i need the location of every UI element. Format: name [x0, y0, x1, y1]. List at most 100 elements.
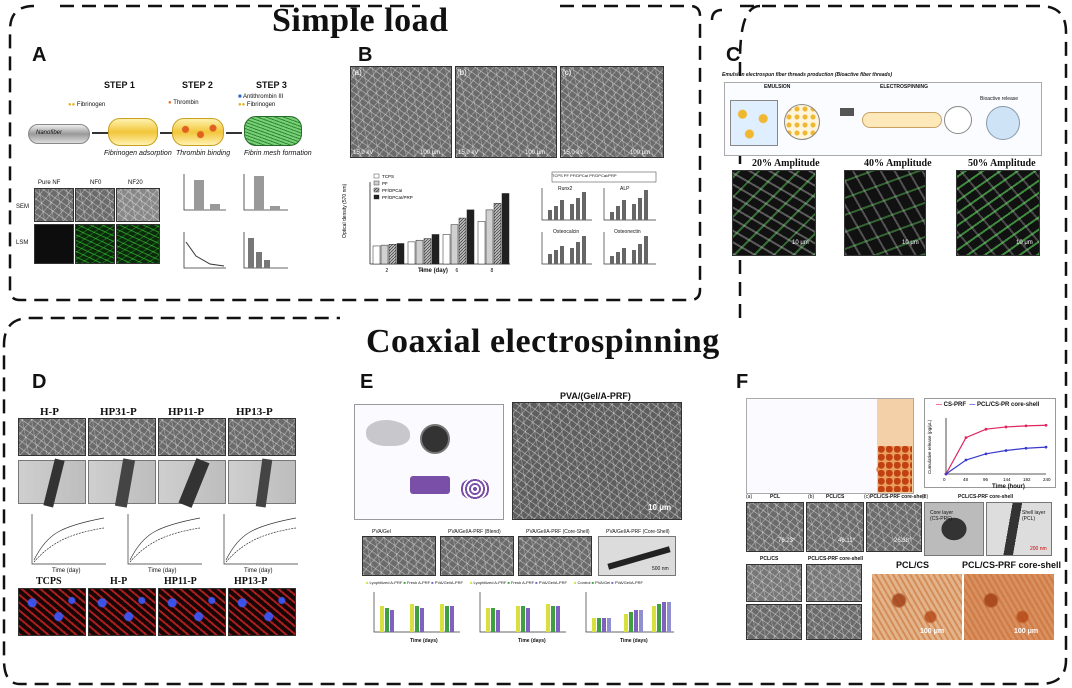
- f-chart-legend: — CS-PRF — PCL/CS-PR core-shell: [936, 402, 1040, 408]
- e-collector-icon: [460, 478, 490, 500]
- e-legend-2: ■ Lyophilized A-PRF ■ Fresh A-PRF ■ PVA/…: [470, 580, 567, 585]
- needle: [840, 108, 854, 116]
- d-xlabel-1: Time (day): [52, 568, 81, 574]
- chart-b-bar: [450, 224, 459, 265]
- e-legend-3: ■ Control ■ PVA/Gel ■ PVA/Gel/A-PRF: [574, 580, 643, 585]
- sem-b-kv-b: 15.0 kV: [458, 150, 479, 156]
- panel-label-c: C: [726, 44, 741, 66]
- f-tem-scale: 200 nm: [1030, 546, 1047, 552]
- arrow-1: [92, 132, 108, 134]
- e-mouse-icon: [366, 420, 410, 446]
- col-pure-nf: Pure NF: [38, 180, 61, 186]
- f-bottom-title-1: PCL/CS: [760, 556, 779, 562]
- legend-fibrinogen-2: ●● Fibrinogen: [238, 102, 276, 108]
- d-sem-1: [18, 418, 86, 456]
- amp-50: 50% Amplitude: [968, 158, 1036, 169]
- chart-b-ylabel: Optical density (570 nm): [342, 183, 348, 238]
- chart-f-tick-label: 144: [1003, 477, 1011, 482]
- chart-b-legend-swatch: [373, 180, 380, 186]
- confocal-scale-20: 10 μm: [792, 240, 809, 246]
- chart-f-point: [944, 472, 948, 476]
- sem-nf20: [116, 188, 160, 222]
- chart-b-legend-label: PF/DPCaI: [382, 188, 402, 193]
- title-runx2: Runx2: [558, 186, 573, 192]
- coaxial-border: [2, 4, 1068, 686]
- chart-b-bar: [442, 234, 451, 265]
- f-tag-c: (c): [864, 494, 870, 500]
- chart-b-bar: [493, 203, 502, 265]
- simple-load-title: Simple load: [272, 2, 449, 39]
- fiber-tube: [862, 112, 942, 128]
- chart-b-tick-label: 8: [491, 268, 494, 274]
- chart-f-point: [1004, 449, 1008, 452]
- e-pump-icon: [410, 476, 450, 494]
- f-stain-title-2: PCL/CS-PRF core-shell: [962, 560, 1062, 570]
- sem-b-kv-a: 15.0 kV: [353, 150, 374, 156]
- d-col-hp13-p: HP13-P: [236, 406, 273, 418]
- chart-b-legend-label: PF: [382, 181, 388, 186]
- row-lsm: LSM: [16, 240, 29, 246]
- f-tag-a: (a): [746, 494, 753, 500]
- fibrinogen-cylinder: [108, 118, 158, 146]
- chart-b-bar: [380, 244, 389, 265]
- e-legend-1: ■ Lyophilized A-PRF ■ Fresh A-PRF ■ PVA/…: [366, 580, 463, 585]
- panel-label-d: D: [32, 371, 47, 393]
- f-cell-sem-3: [746, 604, 802, 640]
- f-cell-sem-4: [806, 604, 862, 640]
- arrow-3: [226, 132, 242, 134]
- f-shell-label: Shell layer (PCL): [1022, 510, 1046, 522]
- d-bottom-hp13-p: HP13-P: [234, 576, 268, 587]
- fibrin-cylinder: [244, 116, 302, 146]
- sem-b-b: [455, 66, 557, 158]
- nanofiber-label: Nanofiber: [36, 130, 63, 136]
- corner-mark: [710, 8, 723, 21]
- chart-b-bar: [415, 239, 424, 265]
- sem-b-scale-a: 100 μm: [420, 150, 441, 156]
- chart-b-legend-label: PF/DPCaI/PRP: [382, 195, 413, 200]
- d-sem-2: [88, 418, 156, 456]
- chart-f-point: [964, 458, 968, 462]
- f-tem-shell: [986, 502, 1052, 556]
- col-nf20: NF20: [128, 180, 143, 186]
- chart-b-bar: [396, 243, 405, 265]
- confocal-scale-40: 10 μm: [902, 240, 919, 246]
- chart-f-tick-label: 48: [963, 477, 969, 482]
- panel-label-a: A: [32, 44, 47, 66]
- f-bottom-title-2: PCL/CS-PRF core-shell: [808, 556, 864, 562]
- nanofiber-cylinder: [28, 124, 90, 144]
- d-col-hp31-p: HP31-P: [100, 406, 137, 418]
- chart-f-point: [1044, 423, 1048, 427]
- chart-b-right-legend: TCPS PF PF/DPCaI PF/DPCaI/PRP: [552, 173, 617, 178]
- chart-b-bar: [388, 244, 397, 265]
- d-tem-2: [88, 458, 156, 508]
- sem-b-tag-c: (c): [562, 68, 572, 77]
- panel-a-small-charts: [183, 174, 288, 269]
- d-col-hp11-p: HP11-P: [168, 406, 205, 418]
- chart-f-tick-label: 240: [1043, 477, 1051, 482]
- amp-40: 40% Amplitude: [864, 158, 932, 169]
- emulsion-zoom: [784, 104, 820, 140]
- e-thumb-1: [362, 536, 436, 576]
- chart-b-bar: [372, 245, 381, 265]
- d-release-curves: [31, 514, 298, 565]
- title-osteonectin: Osteonectin: [614, 229, 641, 235]
- chart-b-legend-swatch: [373, 194, 380, 200]
- f-tem-core: [924, 502, 984, 556]
- chart-f-ylabel: Cumulative release (pg/μL): [927, 419, 932, 474]
- e-thumb-scale: 500 nm: [652, 566, 669, 572]
- f-cell-sem-2: [806, 564, 862, 602]
- chart-b-bar: [458, 217, 467, 265]
- f-stain-scale-2: 100 μm: [1014, 628, 1039, 635]
- row-sem: SEM: [16, 204, 30, 210]
- chart-b-legend-swatch: [373, 173, 380, 179]
- lsm-nf20: [116, 224, 160, 264]
- chart-f-point: [1024, 446, 1028, 450]
- d-bottom-h-p: H-P: [110, 576, 128, 587]
- confocal-scale-50: 10 μm: [1016, 240, 1033, 246]
- section-emulsion: EMULSION: [764, 84, 791, 90]
- sem-b-kv-c: 15.0 kV: [563, 150, 584, 156]
- chart-f-point: [984, 452, 988, 456]
- sem-b-a: [350, 66, 452, 158]
